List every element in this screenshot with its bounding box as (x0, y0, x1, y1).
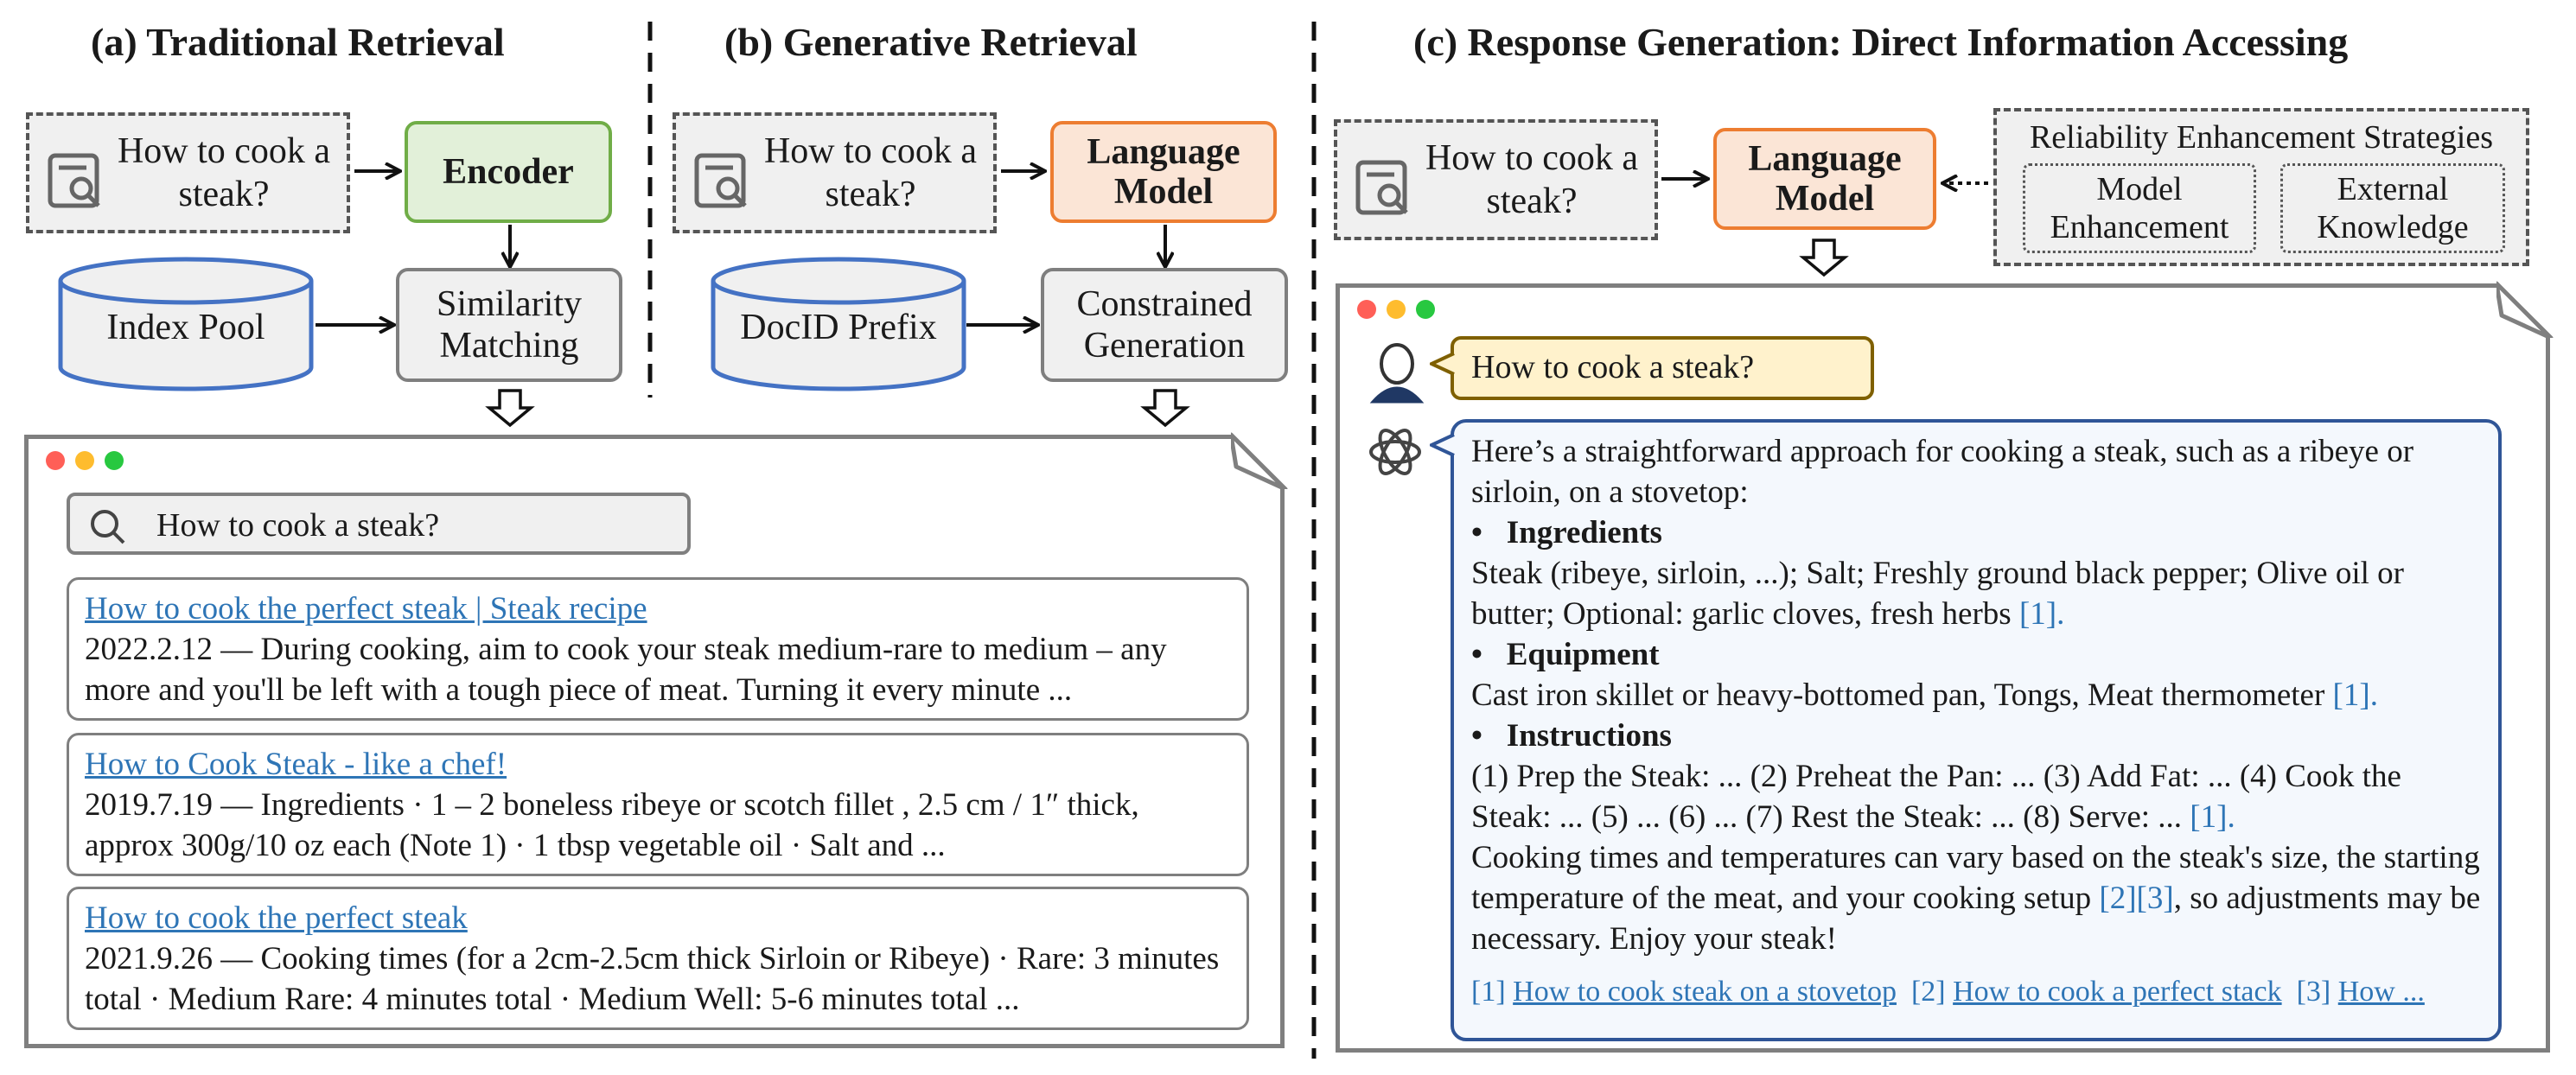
query-box-b: How to cook a steak? (673, 112, 997, 233)
language-model-box-c: Language Model (1713, 128, 1936, 230)
search-result: How to Cook Steak - like a chef! 2019.7.… (67, 733, 1249, 876)
query-text-c: How to cook a steak? (1425, 138, 1639, 221)
instructions-heading: Instructions (1506, 718, 1672, 754)
down-arrow-a (485, 389, 535, 428)
answer-intro: Here’s a straightforward approach for co… (1471, 434, 2414, 510)
down-arrow-c (1799, 239, 1849, 277)
docid-prefix-cylinder (711, 257, 966, 391)
reference-link[interactable]: How to cook a perfect stack (1953, 976, 2282, 1008)
panel-b-title: (b) Generative Retrieval (724, 20, 1138, 64)
citation-link[interactable]: [1]. (2190, 799, 2235, 835)
chat-window: How to cook a steak? Here’s a straightfo… (1336, 283, 2550, 1053)
index-pool-label: Index Pool (106, 308, 265, 347)
query-text-a: How to cook a steak? (117, 131, 331, 214)
search-bar[interactable]: How to cook a steak? (67, 493, 691, 555)
user-bubble-tail (1430, 352, 1455, 376)
result-snippet: 2019.7.19 — Ingredients · 1 – 2 boneless… (85, 787, 1139, 863)
constrained-generation-box: Constrained Generation (1041, 268, 1288, 382)
external-knowledge-box: External Knowledge (2280, 163, 2505, 253)
closing-tail: , so adjustments may be necessary. Enjoy… (1471, 881, 2481, 957)
assistant-bubble-tail (1430, 433, 1455, 457)
reliability-strategies-box: Reliability Enhancement Strategies Model… (1993, 108, 2529, 266)
user-avatar-icon (1369, 343, 1425, 404)
result-snippet: 2021.9.26 — Cooking times (for a 2cm-2.5… (85, 941, 1220, 1017)
search-document-icon (694, 153, 747, 208)
search-document-icon (48, 153, 100, 208)
bullet: • (1471, 637, 1482, 672)
window-minimize-dot[interactable] (75, 451, 94, 470)
ingredients-text: Steak (ribeye, sirloin, ...); Salt; Fres… (1471, 556, 2404, 632)
encoder-box: Encoder (405, 121, 612, 223)
references-row: [1] How to cook steak on a stovetop [2] … (1471, 971, 2481, 1012)
language-model-box-b: Language Model (1050, 121, 1277, 223)
search-document-icon (1355, 160, 1408, 215)
query-text-b: How to cook a steak? (763, 131, 978, 214)
citation-link[interactable]: [1]. (2332, 677, 2378, 713)
reference-number: [2] (1910, 976, 1946, 1008)
search-results-window: How to cook a steak? How to cook the per… (24, 435, 1285, 1048)
docid-prefix-label: DocID Prefix (740, 308, 937, 347)
window-close-dot[interactable] (46, 451, 65, 470)
ingredients-heading: Ingredients (1506, 515, 1662, 550)
model-enhancement-box: Model Enhancement (2023, 163, 2256, 253)
search-result: How to cook the perfect steak 2021.9.26 … (67, 887, 1249, 1030)
result-title-link[interactable]: How to cook the perfect steak | Steak re… (85, 591, 647, 627)
assistant-answer-bubble: Here’s a straightforward approach for co… (1451, 419, 2502, 1041)
search-input[interactable]: How to cook a steak? (156, 507, 440, 544)
bullet: • (1471, 718, 1482, 754)
panel-c-title: (c) Response Generation: Direct Informat… (1413, 20, 2349, 64)
window-maximize-dot[interactable] (1416, 300, 1435, 319)
window-minimize-dot[interactable] (1387, 300, 1406, 319)
query-box-c: How to cook a steak? (1334, 119, 1658, 240)
similarity-matching-box: Similarity Matching (396, 268, 622, 382)
equipment-text: Cast iron skillet or heavy-bottomed pan,… (1471, 677, 2325, 713)
result-title-link[interactable]: How to cook the perfect steak (85, 900, 468, 936)
panel-a-title: (a) Traditional Retrieval (91, 20, 505, 64)
result-title-link[interactable]: How to Cook Steak - like a chef! (85, 747, 507, 782)
search-result: How to cook the perfect steak | Steak re… (67, 577, 1249, 721)
citation-link[interactable]: [2][3] (2099, 881, 2174, 916)
reference-link[interactable]: How ... (2337, 976, 2425, 1008)
search-icon (91, 510, 125, 544)
user-message-bubble: How to cook a steak? (1451, 336, 1874, 400)
strategies-title: Reliability Enhancement Strategies (2029, 119, 2494, 156)
reference-number: [3] (2296, 976, 2331, 1008)
instructions-text: (1) Prep the Steak: ... (2) Preheat the … (1471, 759, 2401, 835)
window-maximize-dot[interactable] (105, 451, 124, 470)
folded-corner-a (1231, 432, 1288, 489)
query-box-a: How to cook a steak? (26, 112, 350, 233)
down-arrow-b (1140, 389, 1190, 428)
closing-text: Cooking times and temperatures can vary … (1471, 840, 2480, 916)
index-pool-cylinder (58, 257, 314, 391)
bullet: • (1471, 515, 1482, 550)
window-close-dot[interactable] (1357, 300, 1376, 319)
citation-link[interactable]: [1]. (2018, 596, 2065, 632)
folded-corner-c (2496, 281, 2554, 338)
equipment-heading: Equipment (1506, 637, 1660, 672)
reference-number: [1] (1471, 976, 1506, 1008)
assistant-logo-icon (1369, 429, 1421, 475)
reference-link[interactable]: How to cook steak on a stovetop (1513, 976, 1897, 1008)
result-snippet: 2022.2.12 — During cooking, aim to cook … (85, 632, 1167, 708)
